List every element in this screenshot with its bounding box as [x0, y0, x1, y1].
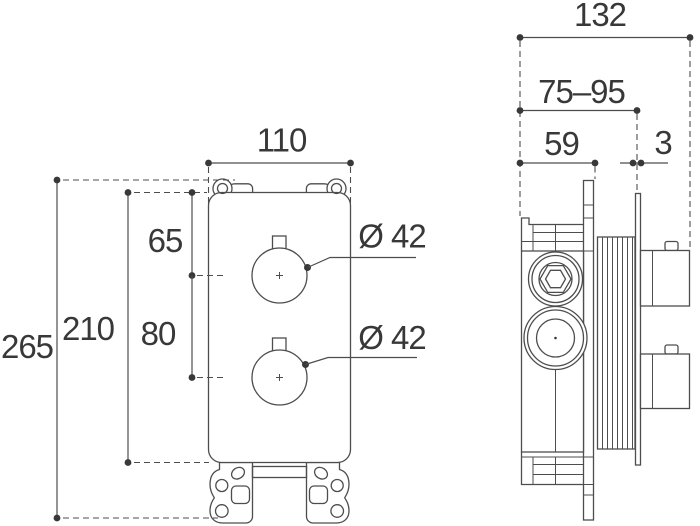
- dim-total-height-265: 265: [1, 176, 235, 522]
- dim-plate-height-label: 210: [62, 310, 115, 347]
- bottom-structure: [520, 452, 584, 486]
- side-view: 132 75–95 59 3: [516, 0, 694, 521]
- dim-knob-spacing-label: 80: [141, 315, 176, 352]
- dim-plate-thickness-3: 3: [620, 124, 673, 167]
- dim-width-110: 110: [205, 122, 354, 206]
- mounting-foot-left: [209, 461, 254, 524]
- dim-width-label: 110: [257, 122, 307, 159]
- dim-depth-range-75-95: 75–95: [516, 73, 641, 114]
- callout-knob-top-label: Ø 42: [358, 218, 426, 255]
- dim-total-depth-132: 132: [516, 0, 694, 41]
- front-view: 110 265 210 65: [1, 122, 427, 524]
- round-cartridge: [523, 305, 588, 371]
- top-structure: [520, 217, 584, 251]
- ear-hole-right: [330, 182, 343, 195]
- foot-crossbar: [251, 465, 308, 479]
- callout-knob-top-diameter: Ø 42: [304, 218, 427, 271]
- callout-knob-bottom-label: Ø 42: [358, 319, 426, 356]
- ear-hole-left: [216, 182, 229, 195]
- wall-plate: [634, 192, 642, 466]
- connector-top: [639, 240, 691, 307]
- dim-knob-offset-label: 65: [148, 222, 183, 259]
- side-body: [520, 179, 691, 521]
- dim-depth-range-label: 75–95: [538, 73, 625, 110]
- dim-knob-spacing-80: 80: [141, 275, 223, 381]
- dim-total-depth-label: 132: [574, 0, 626, 33]
- dim-total-height-label: 265: [1, 328, 53, 365]
- dim-body-depth-label: 59: [544, 125, 579, 162]
- connector-bottom: [639, 344, 691, 410]
- hex-cartridge: [527, 251, 584, 307]
- dim-plate-thickness-label: 3: [654, 124, 671, 161]
- knob-top: [251, 235, 308, 304]
- face-plate: [207, 191, 352, 464]
- dim-knob-offset-65: 65: [148, 189, 223, 279]
- threaded-section: [596, 236, 636, 450]
- mounting-foot-right: [305, 461, 350, 524]
- callout-knob-bottom-diameter: Ø 42: [302, 319, 427, 368]
- dim-plate-height-210: 210: [62, 189, 209, 466]
- dim-body-depth-59: 59: [516, 125, 599, 167]
